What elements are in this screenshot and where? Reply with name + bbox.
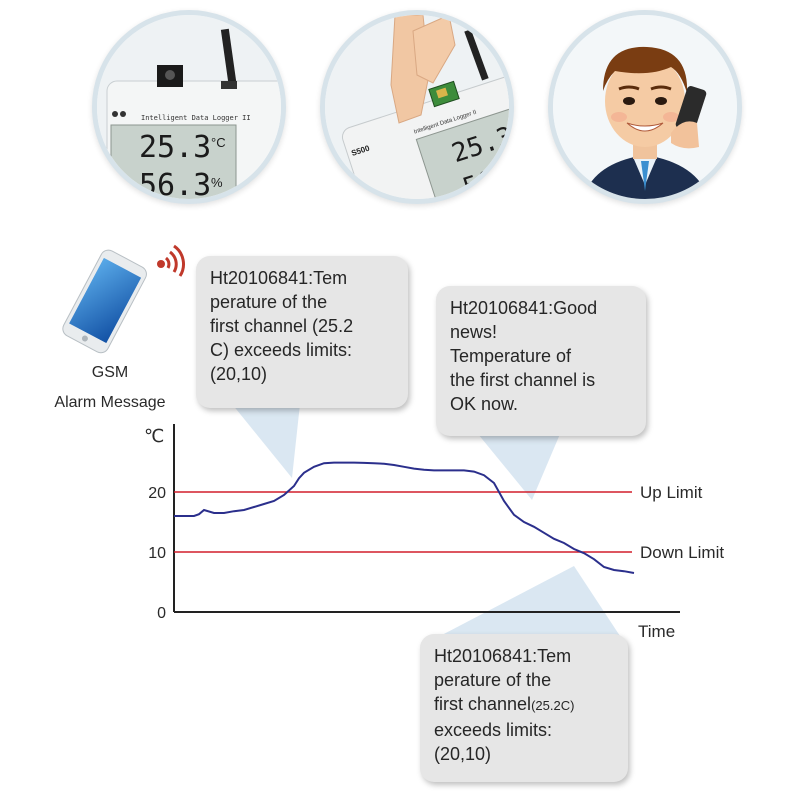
logger-temp-unit: °C [211,135,226,150]
sim-card-picture: S500 Intelligent Data Logger II 25.3 °C … [325,15,509,199]
bubble-line: (20,10) [210,364,268,384]
limit-label: Up Limit [640,483,703,502]
smartphone-icon [62,244,185,354]
logger-temp-reading: 25.3 [139,130,211,165]
callout-tail-ok [478,434,560,500]
bubble-line: (20,10) [434,744,492,764]
bubble-line: news! [450,322,498,342]
gsm-label: GSM [91,364,129,381]
bubble-text: first channel [434,694,532,714]
y-tick-label: 20 [148,485,166,502]
sim-card-insert-illustration: S500 Intelligent Data Logger II 25.3 °C … [320,10,514,204]
businessman-picture [553,15,737,199]
y-tick-label: 10 [148,545,166,562]
callout-tail-exceed-top [232,404,300,478]
bubble-line: perature of the [210,292,328,312]
y-tick-label: 0 [157,605,166,622]
logger-humidity-unit: % [211,175,223,190]
ok-bubble: Ht20106841:Good news! Temperature of the… [436,286,646,436]
alarm-bubble-exceed-top: Ht20106841:Tem perature of the first cha… [196,256,408,408]
data-logger-antenna-illustration: Intelligent Data Logger II 25.3 °C 56.3 … [92,10,286,204]
x-axis-label: Time [638,622,675,641]
bubble-line: the first channel is [450,370,596,390]
callout-tail-exceed-bottom [440,566,620,636]
bubble-line: perature of the [434,670,552,690]
bubble-line: Ht20106841:Good [450,298,598,318]
alarm-bubble-exceed-bottom: Ht20106841:Tem perature of the first cha… [420,634,628,782]
businessman-phone-illustration [548,10,742,204]
limit-label: Down Limit [640,543,724,562]
logger-antenna-picture: Intelligent Data Logger II 25.3 °C 56.3 … [97,15,281,199]
bubble-line: exceeds limits: [434,720,553,740]
logger-label: Intelligent Data Logger II [141,114,251,122]
y-axis-label: ℃ [144,426,164,447]
bubble-line: Ht20106841:Tem [434,646,572,666]
bubble-line: C) exceeds limits: [210,340,353,360]
alarm-message-label: Alarm Message [54,394,166,411]
bubble-line: OK now. [450,394,519,414]
bubble-line: first channel(25.2C) [434,692,614,718]
wireless-signal-icon [157,244,185,277]
bubble-value-small: (25.2C) [531,698,575,713]
temperature-line [174,461,635,574]
bubble-line: Temperature of [450,346,572,366]
bubble-line: Ht20106841:Tem [210,268,348,288]
bubble-line: first channel (25.2 [210,316,354,336]
